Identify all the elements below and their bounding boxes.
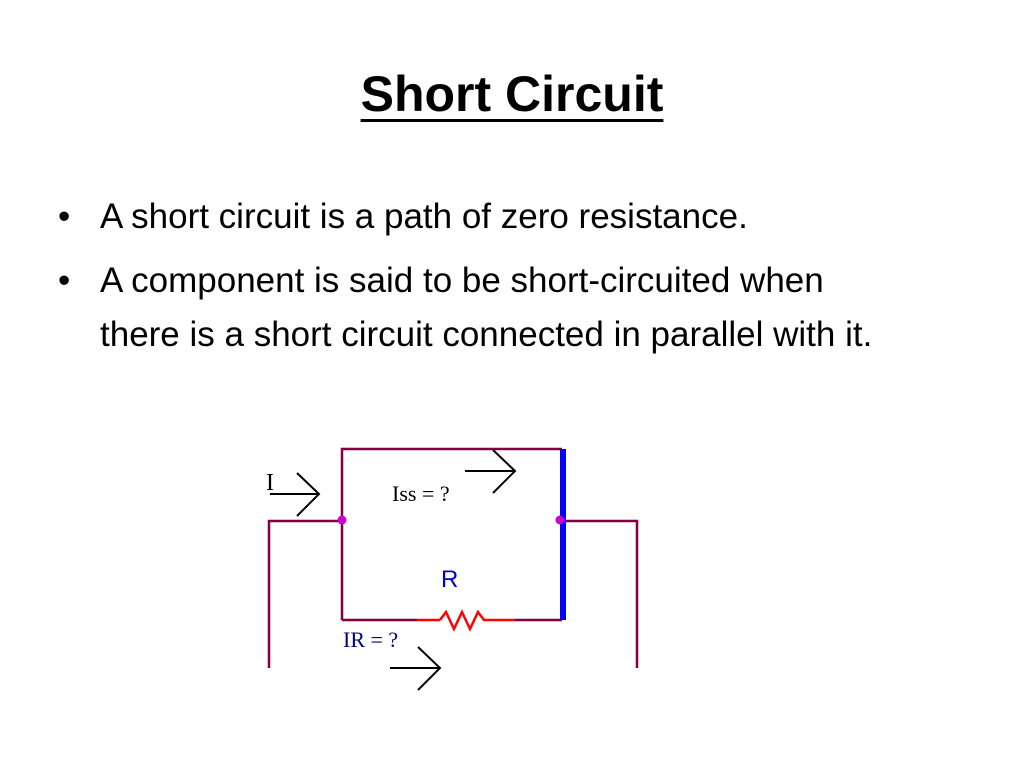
left-lead-wire: [267, 519, 342, 668]
slide-title: Short Circuit: [0, 62, 1024, 126]
circuit-wires: [267, 447, 639, 668]
bullet-text: A component is said to be short-circuite…: [100, 261, 873, 354]
current-in-label: I: [266, 470, 274, 496]
resistor-current-label: IR = ?: [343, 627, 398, 652]
right-lead-wire: [562, 519, 639, 668]
bullet-list: • A short circuit is a path of zero resi…: [58, 190, 958, 372]
bullet-item: • A component is said to be short-circui…: [58, 254, 958, 362]
bullet-icon: •: [58, 261, 71, 300]
resistor: [417, 609, 515, 632]
bullet-icon: •: [58, 197, 71, 236]
short-current-label: Iss = ?: [392, 481, 450, 506]
short-current-arrow-icon: [465, 449, 517, 494]
bullet-text: A short circuit is a path of zero resist…: [100, 197, 748, 236]
left-node-dot: [337, 515, 347, 525]
resistor-label: R: [441, 566, 458, 593]
top-wire: [340, 447, 562, 521]
slide-title-text: Short Circuit: [360, 66, 664, 122]
resistor-zigzag: [439, 609, 490, 632]
right-node-dot: [555, 515, 565, 525]
bullet-item: • A short circuit is a path of zero resi…: [58, 190, 958, 244]
resistor-current-arrow-icon: [390, 646, 442, 691]
current-in-arrow-icon: [270, 472, 321, 517]
